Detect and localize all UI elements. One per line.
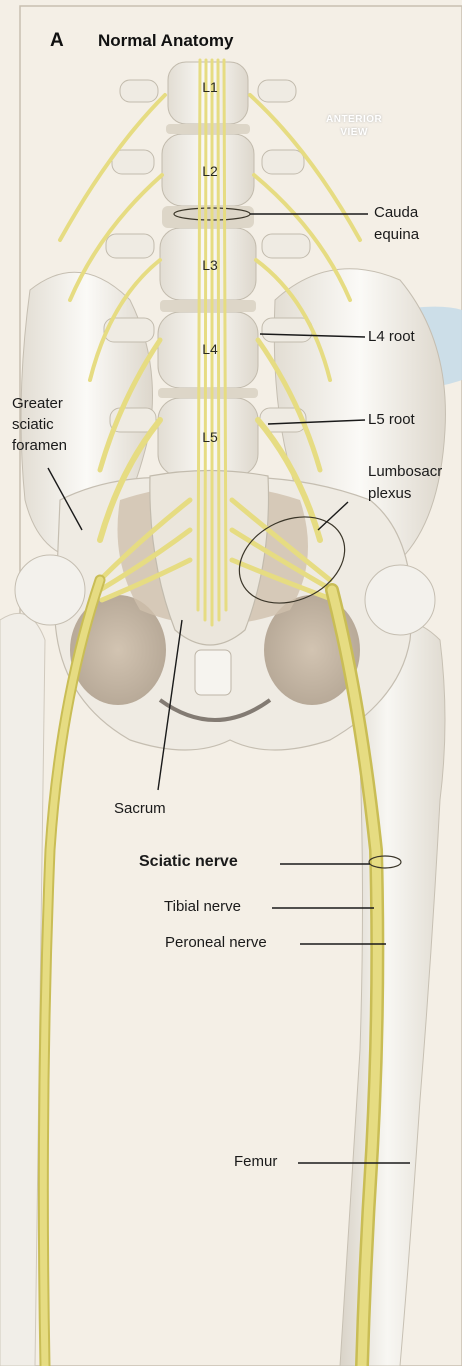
- right-hip-joint: [365, 565, 435, 635]
- view-label: ANTERIOR VIEW: [326, 113, 382, 139]
- label-plexus-line1: Lumbosacr: [368, 461, 442, 483]
- label-cauda-equina: Cauda equina: [374, 204, 419, 244]
- label-sacrum: Sacrum: [114, 800, 166, 818]
- vertebra-label-l4: L4: [202, 341, 218, 357]
- view-label-line2: VIEW: [326, 126, 382, 139]
- label-l5-root: L5 root: [368, 411, 415, 429]
- panel-title: Normal Anatomy: [98, 31, 233, 51]
- label-cauda-line2: equina: [374, 226, 419, 244]
- label-tibial-nerve: Tibial nerve: [164, 898, 241, 916]
- vertebra-label-l2: L2: [202, 163, 218, 179]
- label-femur: Femur: [234, 1153, 277, 1171]
- pubic-symphysis: [195, 650, 231, 695]
- vertebra-label-l5: L5: [202, 429, 218, 445]
- vertebra-label-l1: L1: [202, 79, 218, 95]
- label-sciatic-nerve: Sciatic nerve: [139, 853, 238, 871]
- label-peroneal-nerve: Peroneal nerve: [165, 934, 267, 952]
- vertebra-label-l3: L3: [202, 257, 218, 273]
- label-l4-root: L4 root: [368, 328, 415, 346]
- label-foramen-line1: Greater: [12, 393, 67, 414]
- label-greater-sciatic-foramen: Greater sciatic foramen: [12, 393, 67, 456]
- label-foramen-line2: sciatic: [12, 414, 67, 435]
- label-cauda-line1: Cauda: [374, 204, 419, 222]
- label-lumbosacral-plexus: Lumbosacr plexus: [368, 461, 442, 505]
- view-label-line1: ANTERIOR: [326, 113, 382, 126]
- label-plexus-line2: plexus: [368, 483, 442, 505]
- panel-letter: A: [50, 30, 64, 52]
- label-foramen-line3: foramen: [12, 435, 67, 456]
- left-hip-joint: [15, 555, 85, 625]
